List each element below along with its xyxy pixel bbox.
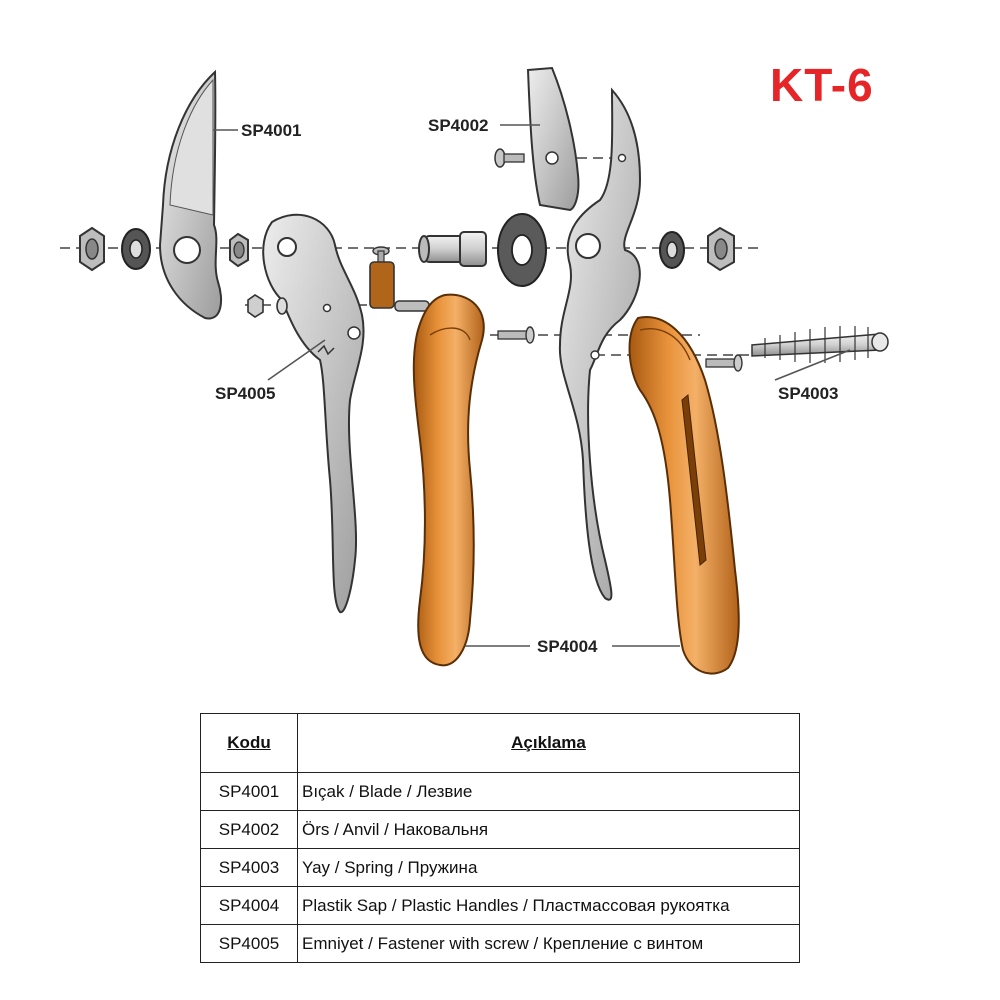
table-row: SP4003 Yay / Spring / Пружина <box>200 848 800 887</box>
table-row: SP4005 Emniyet / Fastener with screw / К… <box>200 924 800 963</box>
small-nut <box>229 232 249 268</box>
left-handle-frame <box>262 213 365 614</box>
label-sp4005: SP4005 <box>215 384 276 403</box>
plastic-handle-left <box>412 293 485 667</box>
anvil-screw <box>494 148 525 168</box>
header-code: Kodu <box>200 713 298 773</box>
blade-part <box>158 69 223 320</box>
center-bolt <box>418 231 487 267</box>
cell-code: SP4005 <box>200 924 298 963</box>
handle-screw-right <box>705 354 743 372</box>
large-washer <box>497 213 547 287</box>
table-row: SP4004 Plastik Sap / Plastic Handles / П… <box>200 886 800 925</box>
cell-code: SP4002 <box>200 810 298 849</box>
cell-description: Bıçak / Blade / Лезвие <box>297 772 800 811</box>
exploded-parts-diagram: SP4001 SP4002 SP4003 SP4004 SP4005 <box>60 66 889 675</box>
handle-screw-left <box>497 326 535 344</box>
plastic-handle-right <box>628 316 740 675</box>
table-row: SP4002 Örs / Anvil / Наковальня <box>200 810 800 849</box>
cell-code: SP4001 <box>200 772 298 811</box>
cell-code: SP4003 <box>200 848 298 887</box>
spring-part <box>751 326 889 363</box>
label-sp4001: SP4001 <box>241 121 302 140</box>
left-hex-nut <box>79 226 105 272</box>
cell-description: Plastik Sap / Plastic Handles / Пластмас… <box>297 886 800 925</box>
table-row: SP4001 Bıçak / Blade / Лезвие <box>200 772 800 811</box>
right-hex-nut <box>707 226 735 272</box>
fastener-with-screw <box>369 246 430 312</box>
header-description: Açıklama <box>297 713 800 773</box>
table-header-row: Kodu Açıklama <box>200 713 800 773</box>
cell-description: Örs / Anvil / Наковальня <box>297 810 800 849</box>
cell-description: Emniyet / Fastener with screw / Креплени… <box>297 924 800 963</box>
small-nut-washer <box>247 294 288 318</box>
parts-table: Kodu Açıklama SP4001 Bıçak / Blade / Лез… <box>200 713 800 963</box>
model-title: KT-6 <box>770 59 874 111</box>
cell-description: Yay / Spring / Пружина <box>297 848 800 887</box>
label-sp4002: SP4002 <box>428 116 489 135</box>
right-handle-frame <box>558 87 642 601</box>
cell-code: SP4004 <box>200 886 298 925</box>
label-sp4003: SP4003 <box>778 384 839 403</box>
right-washer <box>659 231 685 269</box>
left-washer <box>121 228 151 270</box>
label-sp4004: SP4004 <box>537 637 598 656</box>
callout-leader-lines <box>213 124 851 647</box>
anvil-part <box>526 66 580 212</box>
